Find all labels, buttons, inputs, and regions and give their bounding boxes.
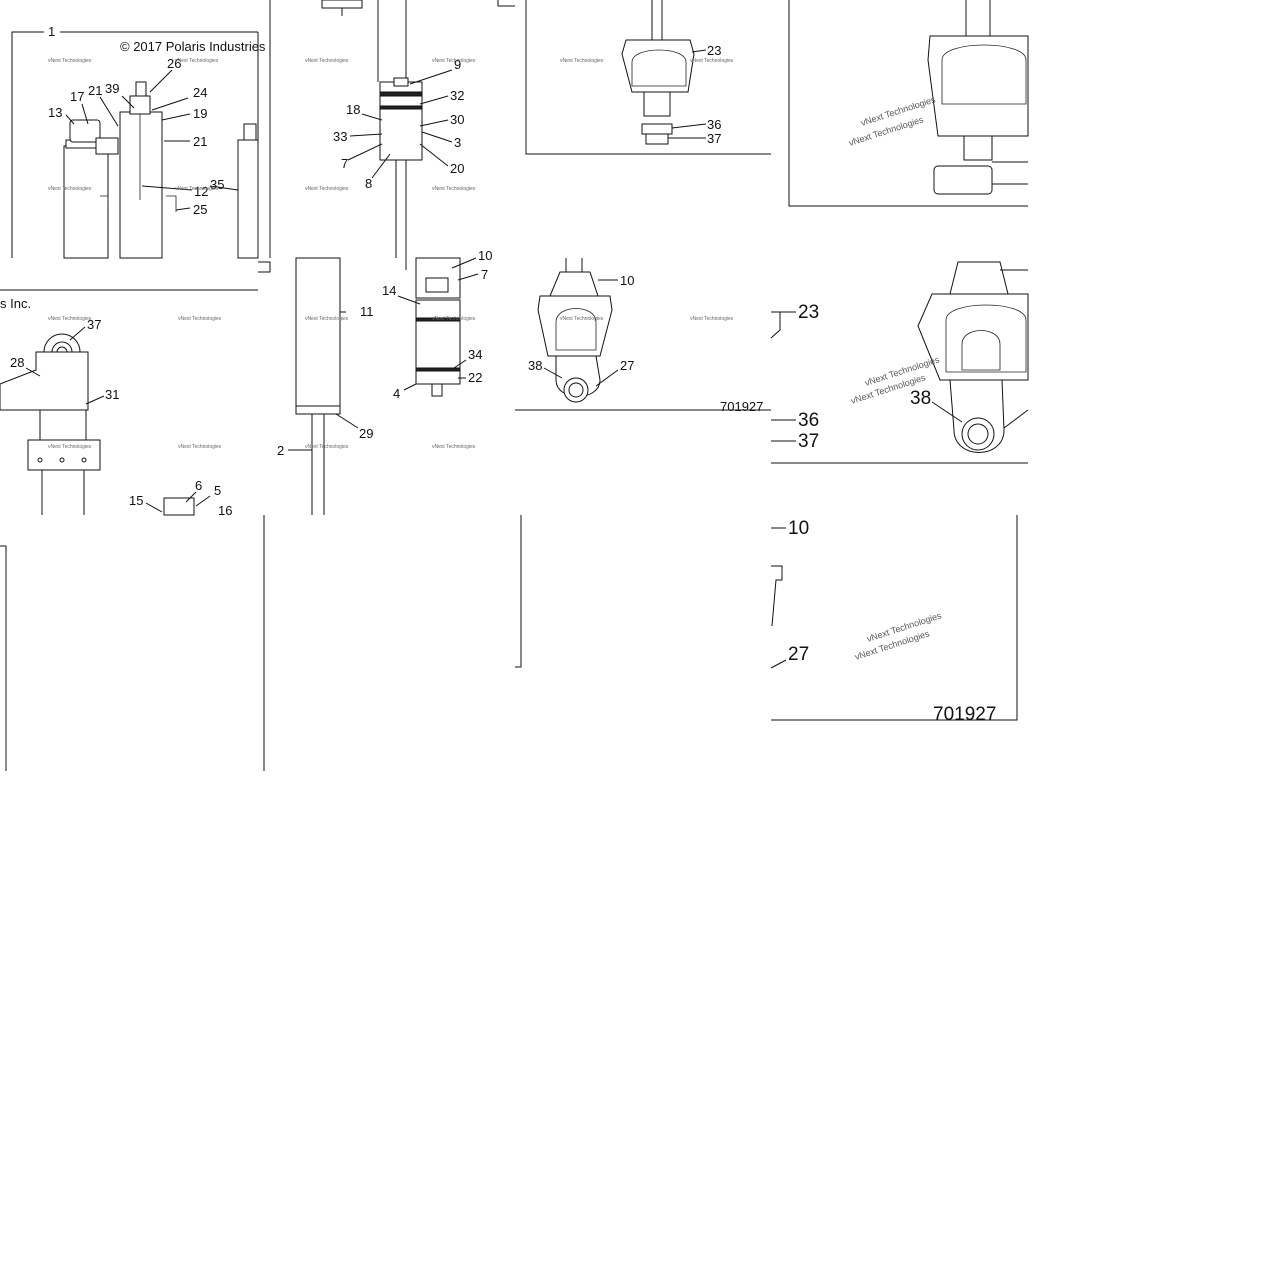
callout-3: 3 (454, 135, 461, 150)
callout-37: 37 (87, 317, 101, 332)
callout-36: 36 (798, 410, 819, 431)
callout-37: 37 (707, 131, 721, 146)
callout-16: 16 (218, 503, 232, 518)
watermark: vNext Technologies (432, 444, 476, 450)
callout-4: 4 (393, 386, 400, 401)
callout-14: 14 (382, 283, 396, 298)
callout-39: 39 (105, 81, 119, 96)
tile-lower-eyelet (515, 515, 522, 668)
tile-lower-left (0, 545, 7, 771)
tile-lower-eyelet-zoom: 10 27 701927 vNext Technologies vNext Te… (770, 515, 1018, 725)
callout-21: 21 (193, 134, 207, 149)
tile-shock-top-middle: 9 18 32 30 33 3 7 20 8 vNext Technologie… (269, 0, 515, 258)
callout-27: 27 (788, 644, 809, 665)
callout-7: 7 (341, 156, 348, 171)
callout-20: 20 (450, 161, 464, 176)
watermark: vNext Technologies (48, 186, 92, 192)
tile-shock-mid-middle: 11 10 7 14 34 22 4 29 2 vNext Technologi… (258, 248, 492, 515)
watermark: vNext Technologies (175, 58, 219, 64)
callout-18: 18 (346, 102, 360, 117)
callout-28: 28 (10, 355, 24, 370)
callout-38: 38 (528, 358, 542, 373)
tile-eyelet-top-zoom: vNext Technologies vNext Technologies (788, 0, 1029, 207)
watermark: vNext Technologies (432, 58, 476, 64)
callout-27: 27 (620, 358, 634, 373)
tile-shock-mid-left: s Inc. 37 28 31 6 5 15 16 vNext Technolo… (0, 289, 258, 518)
callout-8: 8 (365, 176, 372, 191)
watermark: vNext Technologies (305, 316, 349, 322)
watermark: vNext Technologies (48, 58, 92, 64)
watermark: vNext Technologies (432, 186, 476, 192)
callout-31: 31 (105, 387, 119, 402)
watermark: vNext Technologies (178, 316, 222, 322)
callout-7: 7 (481, 267, 488, 282)
watermark: vNext Technologies (48, 444, 92, 450)
watermark: vNext Technologies (175, 186, 219, 192)
callout-6: 6 (195, 478, 202, 493)
callout-10: 10 (788, 518, 809, 539)
callout-21: 21 (88, 83, 102, 98)
callout-15: 15 (129, 493, 143, 508)
watermark: vNext Technologies (305, 444, 349, 450)
figure-number: 701927 (720, 399, 763, 414)
tile-eyelet-bottom-zoom: 23 36 37 38 vNext Technologies vNext Tec… (770, 261, 1029, 464)
watermark: vNext Technologies (560, 316, 604, 322)
callout-34: 34 (468, 347, 482, 362)
callout-37: 37 (798, 431, 819, 452)
callout-26: 26 (167, 56, 181, 71)
callout-22: 22 (468, 370, 482, 385)
watermark: vNext Technologies (305, 58, 349, 64)
callout-5: 5 (214, 483, 221, 498)
tile-eyelet-top: 23 36 37 vNext Technologies vNext Techno… (525, 0, 771, 155)
callout-32: 32 (450, 88, 464, 103)
watermark: vNext Technologies (560, 58, 604, 64)
copyright-fragment: s Inc. (0, 296, 31, 311)
callout-23: 23 (707, 43, 721, 58)
callout-10: 10 (620, 273, 634, 288)
watermark: vNext Technologies (178, 444, 222, 450)
callout-30: 30 (450, 112, 464, 127)
callout-9: 9 (454, 57, 461, 72)
callout-36: 36 (707, 117, 721, 132)
callout-35: 35 (210, 177, 224, 192)
callout-10: 10 (478, 248, 492, 263)
callout-33: 33 (333, 129, 347, 144)
callout-12: 12 (194, 184, 208, 199)
watermark: vNext Technologies (48, 316, 92, 322)
tile-eyelet-bottom: 10 38 27 701927 vNext Technologies vNext… (515, 258, 771, 414)
callout-38: 38 (910, 388, 931, 409)
watermark: vNext Technologies (690, 316, 734, 322)
callout-11: 11 (360, 304, 374, 319)
callout-2: 2 (277, 443, 284, 458)
callout-13: 13 (48, 105, 62, 120)
watermark: vNext Technologies (305, 186, 349, 192)
figure-number: 701927 (933, 704, 996, 725)
watermark: vNext Technologies (432, 316, 476, 322)
copyright-text: © 2017 Polaris Industries (120, 39, 266, 54)
callout-23: 23 (798, 302, 819, 323)
callout-19: 19 (193, 106, 207, 121)
callout-25: 25 (193, 202, 207, 217)
callout-17: 17 (70, 89, 84, 104)
watermark: vNext Technologies (690, 58, 734, 64)
callout-29: 29 (359, 426, 373, 441)
tile-shock-top-left: 1 © 2017 Polaris Industries 26 17 21 39 … (11, 24, 266, 259)
callout-1: 1 (48, 24, 55, 39)
callout-24: 24 (193, 85, 207, 100)
